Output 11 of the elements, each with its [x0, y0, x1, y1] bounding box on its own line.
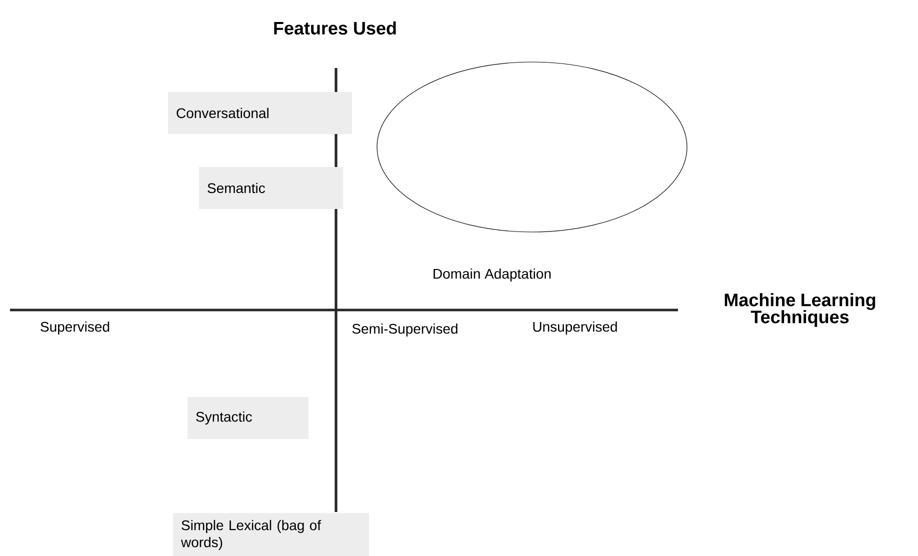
caption-text: Domain Adaptation	[434, 268, 551, 282]
ellipse	[376, 62, 688, 232]
label-box: Conversational	[168, 92, 352, 134]
axis-label: Semi-Supervised	[352, 323, 458, 337]
label-box: Simple Lexical (bag of words)	[173, 513, 369, 556]
label-box: Semantic	[199, 167, 343, 209]
axis-label: Supervised	[40, 321, 110, 335]
label-box: Syntactic	[188, 397, 308, 439]
axis-label: Unsupervised	[533, 321, 617, 335]
axis-title: Features Used	[274, 21, 396, 35]
axis-title: Machine Learning Techniques	[724, 293, 876, 327]
